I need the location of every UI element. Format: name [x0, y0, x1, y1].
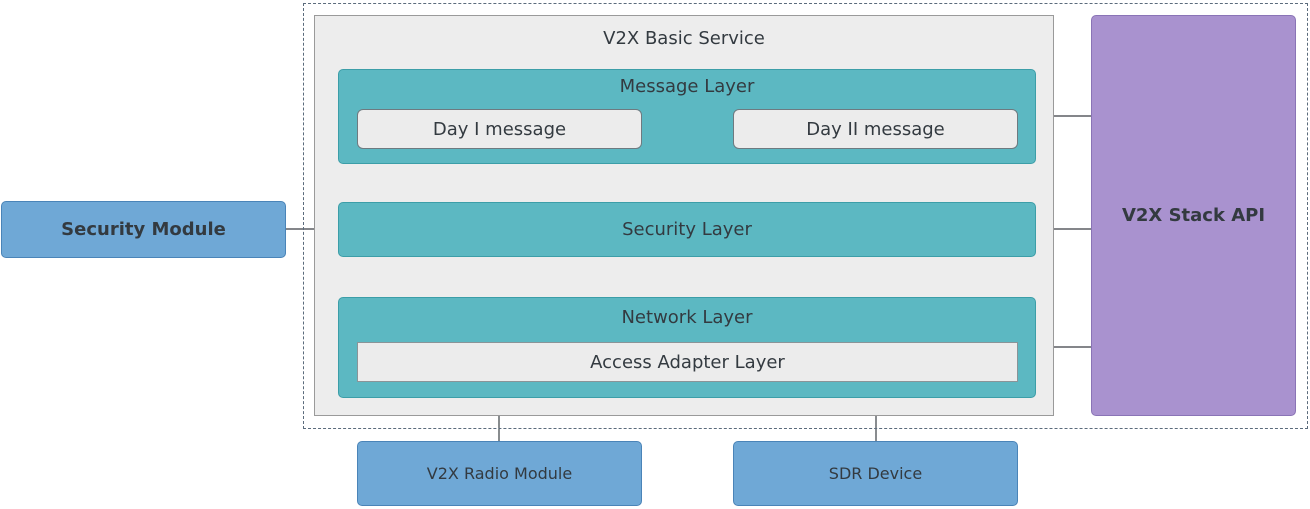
- basic-service-title: V2X Basic Service: [603, 28, 765, 49]
- system-boundary: [303, 3, 1308, 429]
- security-module-box: Security Module: [1, 201, 286, 258]
- network-layer-title: Network Layer: [621, 307, 753, 328]
- radio-module-box: V2X Radio Module: [357, 441, 642, 506]
- day-one-message-box: Day I message: [357, 109, 642, 149]
- security-layer-title: Security Layer: [622, 219, 752, 240]
- day-two-message-box: Day II message: [733, 109, 1018, 149]
- radio-module-label: V2X Radio Module: [426, 464, 573, 483]
- security-layer-box: Security Layer: [338, 202, 1036, 257]
- stack-api-label: V2X Stack API: [1121, 205, 1266, 226]
- day-two-message-label: Day II message: [806, 118, 945, 140]
- sdr-device-box: SDR Device: [733, 441, 1018, 506]
- day-one-message-label: Day I message: [432, 118, 567, 140]
- message-layer-title: Message Layer: [619, 76, 755, 97]
- sdr-device-label: SDR Device: [828, 464, 923, 483]
- stack-api-box: V2X Stack API: [1091, 15, 1296, 416]
- security-module-label: Security Module: [61, 219, 226, 240]
- access-adapter-label: Access Adapter Layer: [590, 351, 785, 373]
- access-adapter-box: Access Adapter Layer: [357, 342, 1018, 382]
